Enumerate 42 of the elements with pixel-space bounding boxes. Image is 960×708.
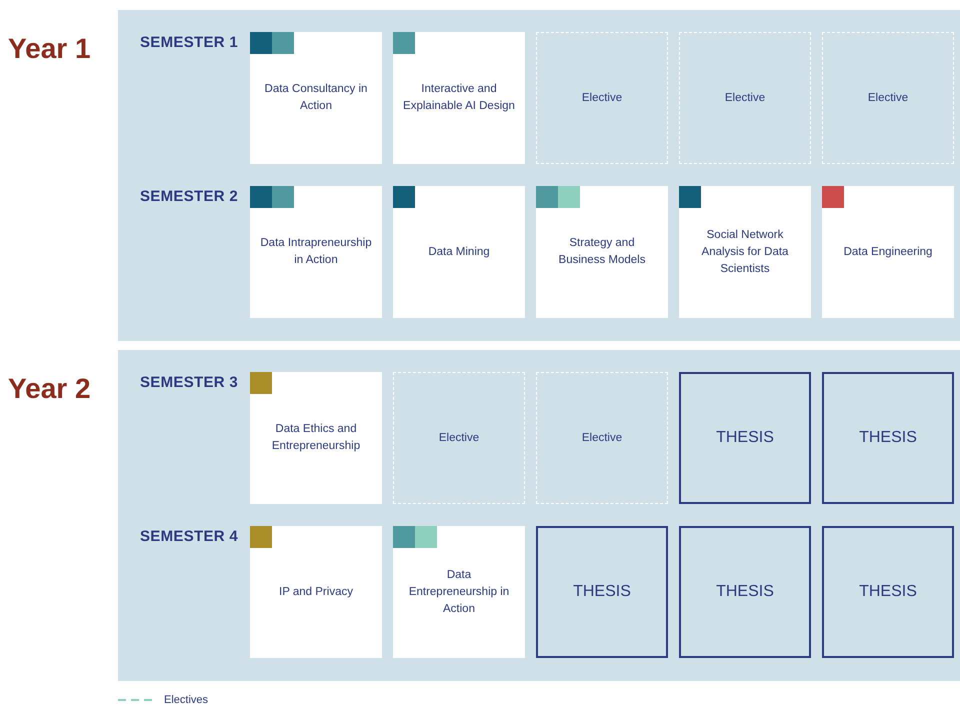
year-heading: Year 2 bbox=[8, 372, 91, 406]
course-card bbox=[250, 526, 382, 658]
course-card bbox=[679, 186, 811, 318]
course-card bbox=[393, 186, 525, 318]
course-title: THESIS bbox=[859, 428, 917, 448]
course-title: Data Consultancy in Action bbox=[264, 82, 368, 114]
course-title: IP and Privacy bbox=[279, 584, 353, 600]
semester-label: SEMESTER 3 bbox=[140, 373, 238, 393]
course-title: THESIS bbox=[573, 582, 631, 602]
elective-slot-field: Elective bbox=[393, 372, 525, 504]
elective-slot-field: Elective bbox=[536, 372, 668, 504]
course-title: THESIS bbox=[859, 582, 917, 602]
course-card bbox=[250, 186, 382, 318]
course-title: Interactive and Explainable AI Design bbox=[403, 82, 515, 114]
course-title: Data Entrepreneurship in Action bbox=[408, 568, 510, 616]
course-card bbox=[536, 186, 668, 318]
course-title: Data Intrapreneurship in Action bbox=[260, 236, 372, 268]
thesis-card bbox=[679, 526, 811, 658]
course-card bbox=[393, 526, 525, 658]
course-card bbox=[250, 372, 382, 504]
thesis-card bbox=[822, 526, 954, 658]
course-title: THESIS bbox=[716, 582, 774, 602]
course-title: Social Network Analysis for Data Scientists bbox=[700, 228, 790, 276]
thesis-card bbox=[822, 372, 954, 504]
elective-slot-field: Elective bbox=[536, 32, 668, 164]
course-title: THESIS bbox=[716, 428, 774, 448]
legend-label: Electives bbox=[164, 693, 208, 708]
thesis-card bbox=[536, 526, 668, 658]
course-card bbox=[822, 186, 954, 318]
thesis-card bbox=[679, 372, 811, 504]
course-title: Data Mining bbox=[428, 244, 490, 260]
course-card bbox=[393, 32, 525, 164]
semester-label: SEMESTER 4 bbox=[140, 527, 238, 547]
course-title: Data Ethics and Entrepreneurship bbox=[270, 422, 362, 454]
semester-label: SEMESTER 1 bbox=[140, 33, 238, 53]
semester-label: SEMESTER 2 bbox=[140, 187, 238, 207]
year-heading: Year 1 bbox=[8, 32, 91, 66]
elective-slot-field: Elective bbox=[822, 32, 954, 164]
elective-slot-field: Elective bbox=[679, 32, 811, 164]
course-card bbox=[250, 32, 382, 164]
course-title: Strategy and Business Models bbox=[558, 236, 646, 268]
course-title: Data Engineering bbox=[844, 244, 932, 260]
